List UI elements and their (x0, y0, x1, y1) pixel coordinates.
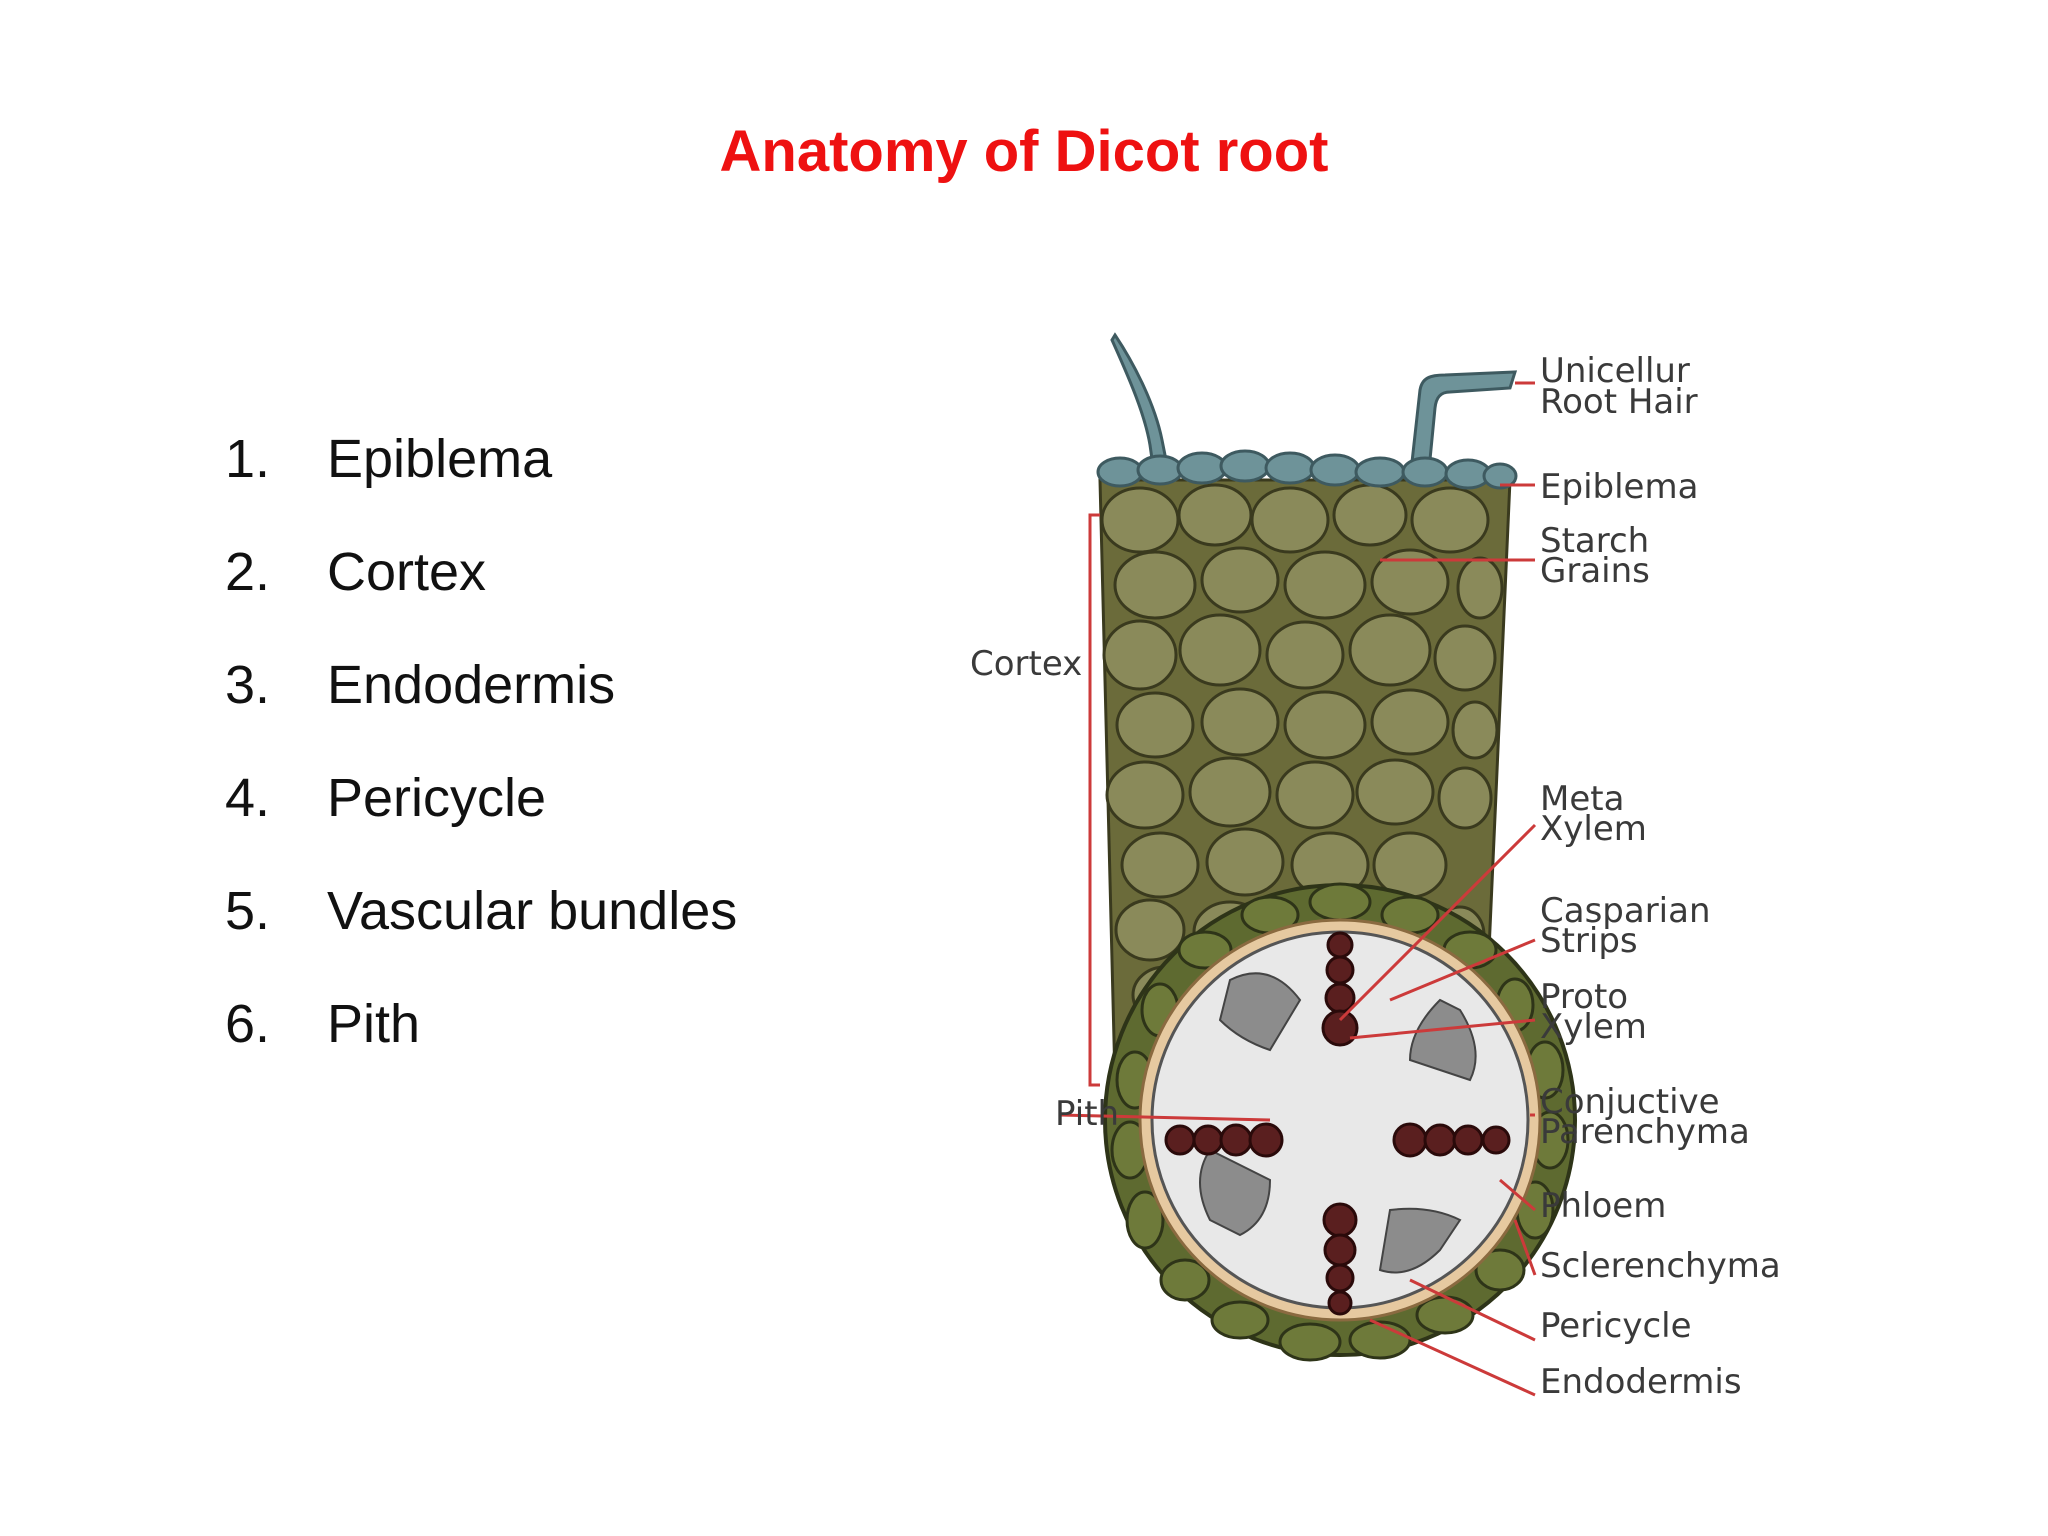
list-item: 3. Endodermis (225, 654, 737, 767)
list-number: 2. (225, 542, 271, 602)
list-item: 1. Epiblema (225, 428, 737, 541)
list-label: Endodermis (327, 655, 616, 715)
topic-list: 1. Epiblema 2. Cortex 3. Endodermis 4. P… (225, 428, 737, 1106)
list-label: Pericycle (327, 768, 547, 828)
label-pith: Pith (1055, 1094, 1119, 1134)
list-item: 6. Pith (225, 993, 737, 1106)
list-label: Vascular bundles (327, 881, 738, 941)
label-phloem: Phloem (1540, 1186, 1666, 1226)
list-label: Cortex (327, 542, 487, 602)
label-casparian-strips: Casparian (1540, 891, 1711, 931)
label-endodermis: Endodermis (1540, 1362, 1742, 1402)
cortex-bracket (1088, 513, 1100, 1087)
label-sclerenchyma: Sclerenchyma (1540, 1246, 1781, 1286)
label-conjunctive-parenchyma: Parenchyma (1540, 1112, 1750, 1152)
label-conjunctive-parenchyma: Conjuctive (1540, 1082, 1720, 1122)
label-starch-grains: Starch (1540, 521, 1649, 561)
list-label: Pith (327, 994, 421, 1054)
leader-lines (1059, 381, 1537, 1397)
slide-title: Anatomy of Dicot root (719, 119, 1329, 184)
label-meta-xylem: Meta (1540, 779, 1624, 819)
list-number: 1. (225, 429, 271, 489)
label-starch-grains: Grains (1540, 551, 1650, 591)
dicot-root-diagram: Unicellur Root Hair Epiblema Starch Grai… (970, 332, 1781, 1402)
label-proto-xylem: Xylem (1540, 1007, 1647, 1047)
phloem-patches (1199, 972, 1477, 1274)
list-number: 4. (225, 768, 271, 828)
list-item: 5. Vascular bundles (225, 880, 737, 993)
root-hair-right (1408, 370, 1518, 482)
list-number: 5. (225, 881, 271, 941)
label-epiblema: Epiblema (1540, 467, 1698, 507)
label-casparian-strips: Strips (1540, 921, 1638, 961)
xylem-arms (1164, 931, 1511, 1316)
label-root-hair: Root Hair (1540, 382, 1698, 422)
list-number: 3. (225, 655, 271, 715)
label-pericycle: Pericycle (1540, 1306, 1692, 1346)
label-cortex: Cortex (970, 644, 1082, 684)
list-item: 4. Pericycle (225, 767, 737, 880)
epiblema-layer (1096, 449, 1518, 490)
label-meta-xylem: Xylem (1540, 809, 1647, 849)
list-number: 6. (225, 994, 271, 1054)
label-root-hair: Unicellur (1540, 351, 1690, 391)
list-item: 2. Cortex (225, 541, 737, 654)
list-label: Epiblema (327, 429, 553, 489)
label-proto-xylem: Proto (1540, 977, 1628, 1017)
